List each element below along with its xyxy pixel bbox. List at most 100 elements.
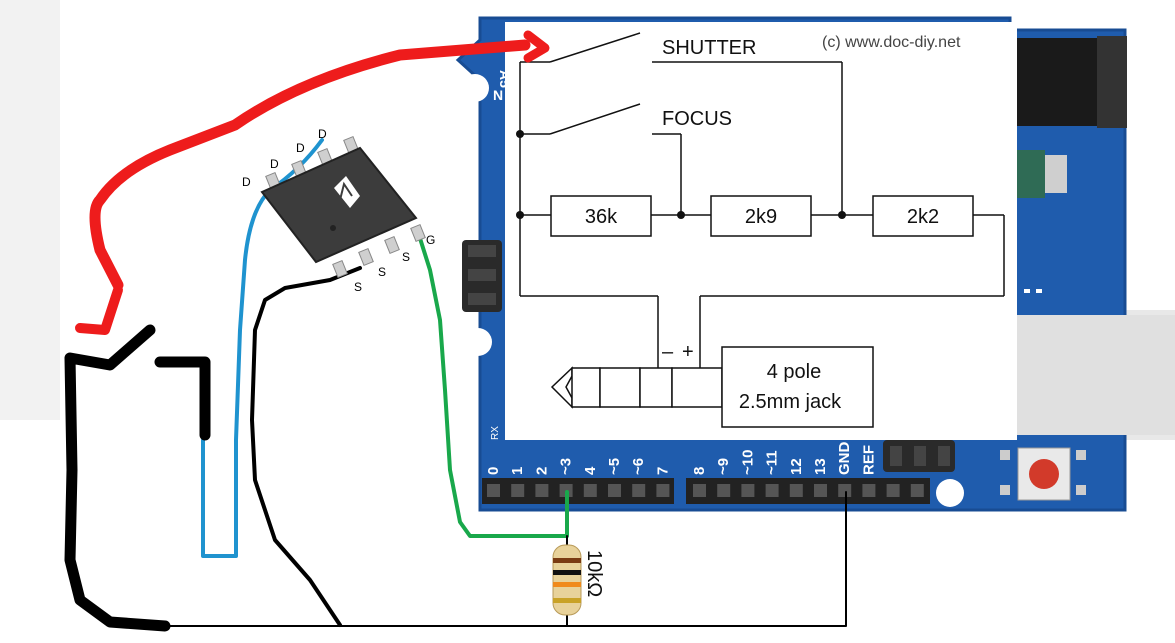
mosfet-pin-label-s2: S [378, 265, 386, 279]
digital-pin-label: ~9 [715, 458, 732, 475]
mounting-hole [936, 479, 964, 507]
digital-pin-label: ~5 [606, 458, 623, 475]
header-socket [741, 484, 755, 497]
header-socket [535, 484, 549, 497]
digital-pin-label: ~11 [764, 450, 781, 475]
reset-button[interactable] [1000, 447, 1086, 501]
copyright-text: (c) www.doc-diy.net [822, 34, 961, 51]
mosfet-pin-label-g: G [426, 233, 435, 247]
header-socket [608, 484, 621, 497]
resistor-36k: 36k [550, 195, 652, 237]
power-jack [1010, 38, 1100, 126]
schematic-wires [519, 32, 1005, 368]
header-socket [838, 484, 852, 497]
source-wire-black [250, 266, 362, 627]
pulldown-resistor-label: 10kΩ [583, 550, 605, 597]
wiring [64, 30, 847, 632]
analog-label-n: N [493, 87, 503, 103]
mosfet-ic: D D D D S S S G [242, 127, 435, 294]
background-patch-left [0, 0, 60, 420]
mosfet-pin-label-d1: D [242, 175, 251, 189]
ioref-header [883, 440, 955, 472]
camera-cable-black-right [154, 356, 211, 441]
red-arrowhead-left [75, 285, 123, 335]
mosfet-pin-label-s3: S [402, 250, 410, 264]
mosfet-logo [334, 176, 360, 208]
junction-dot [838, 211, 846, 219]
mosfet-pin-label-d4: D [318, 127, 327, 141]
digital-pin-label: REF [860, 445, 877, 475]
icsp-header [462, 240, 502, 312]
erased-area [165, 440, 415, 630]
digital-header-0-7 [482, 478, 674, 504]
digital-pin-label: 2 [533, 467, 550, 475]
header-socket [789, 484, 803, 497]
header-socket [632, 484, 646, 497]
board-silkscreen [1036, 289, 1042, 293]
red-arrowhead-right [523, 30, 550, 63]
mosfet-body [260, 146, 418, 264]
digital-pin-label: 4 [582, 466, 599, 475]
resistor-2k2-label: 2k2 [907, 206, 939, 228]
digital-pin-label: GND [836, 442, 853, 476]
header-socket [765, 484, 779, 497]
gate-wire-green [416, 230, 569, 538]
drain-wire-blue [201, 138, 324, 558]
mosfet-pin-label-d3: D [296, 141, 305, 155]
header-socket [693, 484, 706, 497]
resistor-2k9: 2k9 [710, 195, 812, 237]
voltage-regulator-tab [1045, 155, 1067, 193]
ground-wire [164, 491, 847, 627]
jack-description-line2: 2.5mm jack [739, 391, 842, 413]
voltage-regulator [1015, 150, 1045, 198]
header-socket [487, 484, 500, 497]
red-arrow [89, 39, 531, 291]
digital-pin-label: 8 [691, 467, 708, 475]
camera-remote-schematic: (c) www.doc-diy.net [505, 22, 1017, 440]
resistor-2k9-label: 2k9 [745, 206, 777, 228]
header-socket [511, 484, 525, 497]
digital-pin-label: 0 [485, 467, 502, 475]
mosfet-bottom-pins [332, 223, 426, 279]
mosfet-pin-label-s1: S [354, 280, 362, 294]
header-socket [583, 484, 597, 497]
digital-pin-label: ~10 [739, 450, 756, 475]
jack-plug [550, 366, 723, 409]
resistor-2k2: 2k2 [872, 195, 974, 237]
digital-pin-label: 13 [812, 458, 829, 475]
mosfet-pin-label-d2: D [270, 157, 279, 171]
header-socket [886, 484, 900, 497]
focus-switch-label: FOCUS [662, 108, 732, 130]
digital-pin-label: 12 [788, 458, 805, 475]
header-socket [717, 484, 731, 497]
shutter-switch-label: SHUTTER [662, 37, 756, 59]
mosfet-pin1-dot [330, 225, 336, 231]
mounting-hole [464, 328, 492, 356]
camera-cable-black [64, 324, 171, 632]
jack-description-box [721, 346, 874, 428]
header-socket [910, 484, 924, 497]
digital-pin-label: 1 [509, 467, 526, 475]
jack-minus-label: – [662, 341, 674, 363]
usb-connector [1012, 315, 1175, 435]
power-jack-plug [1097, 36, 1127, 128]
header-socket [656, 484, 670, 497]
header-socket [814, 484, 827, 497]
mounting-hole [461, 74, 489, 102]
header-socket [862, 484, 876, 497]
junction-dot [516, 130, 524, 138]
jack-description-line1: 4 pole [767, 361, 822, 383]
resistor-36k-label: 36k [585, 206, 618, 228]
digital-pin-label: ~6 [630, 458, 647, 475]
digital-header-8-13 [686, 478, 930, 504]
jack-plus-label: + [682, 341, 694, 363]
digital-pin-label: ~3 [558, 458, 575, 475]
rx-label: RX [490, 426, 501, 440]
junction-dot [516, 211, 524, 219]
board-silkscreen [1024, 289, 1030, 293]
pulldown-resistor: 10kΩ [552, 544, 605, 616]
digital-pin-label: 7 [654, 467, 671, 475]
junction-dot [677, 211, 685, 219]
